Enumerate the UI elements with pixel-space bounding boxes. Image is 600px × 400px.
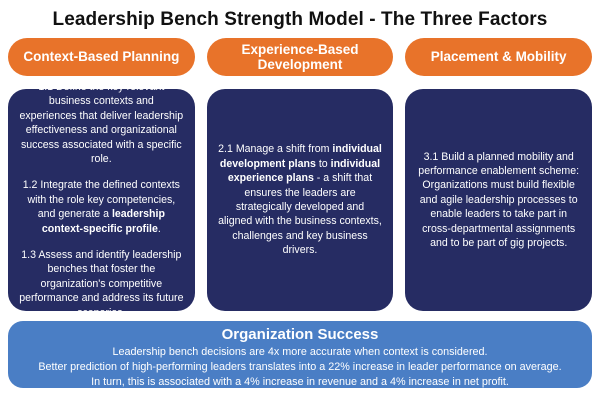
page-title: Leadership Bench Strength Model - The Th…: [52, 9, 548, 30]
body-paragraph: 1.2 Integrate the defined contexts with …: [22, 179, 180, 235]
header-pill-placement-and-mobility: Placement & Mobility: [405, 38, 593, 76]
column-context-based-planning: Context-Based Planning 1.1 Define the ke…: [8, 38, 195, 311]
header-pill-context-based-planning: Context-Based Planning: [8, 38, 195, 76]
body-paragraph: 1.3 Assess and identify leadership bench…: [19, 249, 184, 311]
footer-statistic-line: In turn, this is associated with a 4% in…: [91, 375, 509, 388]
body-box-experience-based-development: 2.1 Manage a shift from individual devel…: [206, 89, 394, 311]
column-experience-based-development: Experience-Based Development 2.1 Manage …: [206, 38, 394, 311]
column-placement-and-mobility: Placement & Mobility 3.1 Build a planned…: [405, 38, 593, 311]
footer-statistic-line: Better prediction of high-performing lea…: [38, 360, 562, 373]
footer-statistic-line: Leadership bench decisions are 4x more a…: [112, 345, 488, 358]
three-factor-columns: Context-Based Planning 1.1 Define the ke…: [0, 38, 600, 311]
body-paragraph: 1.1 Define the key relevant business con…: [19, 89, 184, 165]
body-paragraph: 2.1 Manage a shift from individual devel…: [218, 143, 382, 257]
body-paragraph: 3.1 Build a planned mobility and perform…: [418, 150, 580, 250]
body-box-context-based-planning: 1.1 Define the key relevant business con…: [8, 89, 195, 311]
organization-success-title: Organization Success: [221, 326, 379, 343]
organization-success-box: Organization Success Leadership bench de…: [8, 321, 592, 388]
body-box-placement-and-mobility: 3.1 Build a planned mobility and perform…: [405, 89, 593, 311]
header-pill-experience-based-development: Experience-Based Development: [206, 38, 394, 76]
